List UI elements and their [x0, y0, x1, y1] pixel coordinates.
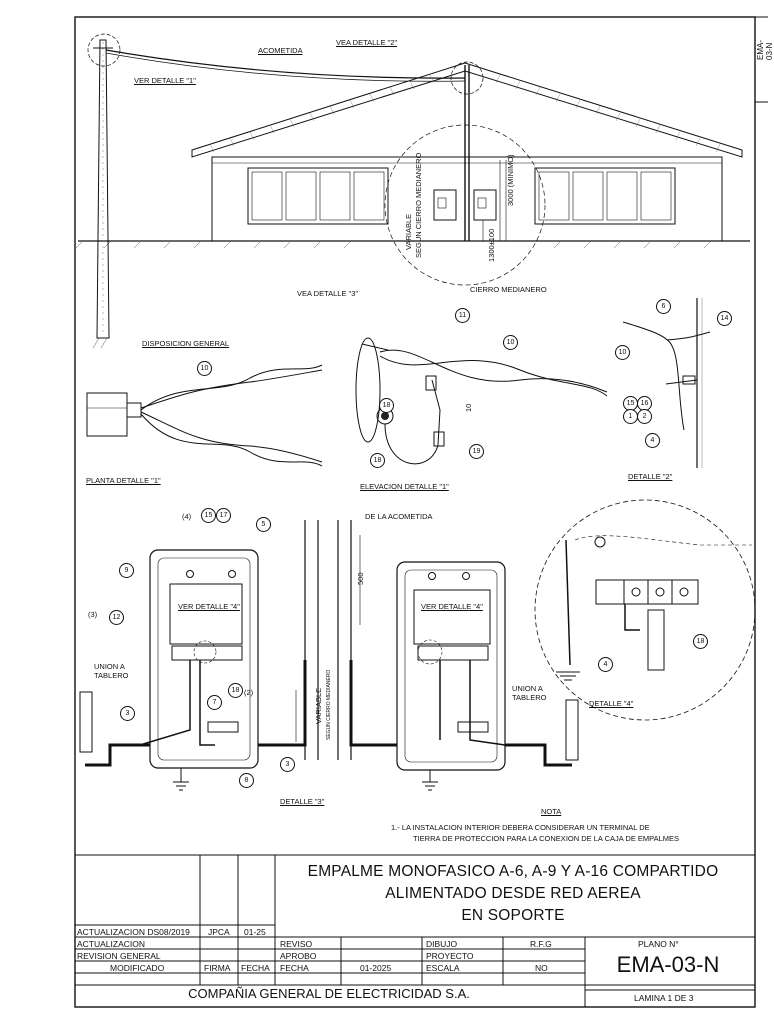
callout-balloon: 2 [637, 409, 652, 424]
label-segun-cierro-2: SEGUN CIERRO MEDIANERO [326, 669, 332, 740]
label-dim-1300: 1300±100 [487, 228, 496, 262]
detalle-2 [622, 298, 711, 468]
approval-aprobo: APROBO [280, 951, 317, 961]
detalle-3 [79, 520, 579, 791]
approval-fecha-value: 01-2025 [360, 963, 392, 973]
callout-balloon: 4 [598, 657, 613, 672]
label-segun-cierro: SEGUN CIERRO MEDIANERO [414, 152, 423, 258]
label-union-tablero-a: UNION A TABLERO [94, 662, 129, 680]
label-dim-3000: 3000 (MINIMO) [506, 154, 515, 206]
label-ver-detalle-1: VER DETALLE "1" [134, 76, 196, 85]
label-disposicion-general: DISPOSICION GENERAL [142, 339, 230, 348]
label-vea-detalle-2: VEA DETALLE "2" [336, 38, 398, 47]
roof-support [384, 61, 546, 286]
approval-dibujo: DIBUJO [426, 939, 458, 949]
rev-desc-2: ACTUALIZACION [77, 939, 146, 949]
callout-balloon: 17 [216, 508, 231, 523]
callout-balloon: 16 [637, 396, 652, 411]
title-block [75, 854, 755, 1007]
callout-balloon: 18 [228, 683, 243, 698]
rev-desc-3: REVISION GENERAL [77, 951, 161, 961]
approval-dibujo-value: R.F.G [530, 939, 552, 949]
label-detalle-4: DETALLE "4" [589, 699, 634, 708]
label-dim-10: 10 [464, 403, 473, 412]
label-variable-2: VARIABLE [314, 687, 323, 724]
title-line-3: EN SOPORTE [461, 907, 565, 924]
label-p4: (4) [182, 512, 192, 521]
title-line-2: ALIMENTADO DESDE RED AEREA [385, 885, 641, 902]
elevacion-detalle-1 [355, 337, 608, 465]
callout-balloon: 6 [656, 299, 671, 314]
label-variable: VARIABLE [404, 213, 413, 250]
planta-detalle-1 [86, 364, 323, 467]
lamina-label: LAMINA 1 DE 3 [634, 993, 694, 1003]
rev-fecha-1: 01-25 [244, 927, 266, 937]
nota-line-1: 1.- LA INSTALACION INTERIOR DEBERA CONSI… [391, 823, 650, 832]
label-vea-detalle-3: VEA DETALLE "3" [297, 289, 359, 298]
plano-number: EMA-03-N [616, 952, 720, 977]
nota-line-2: TIERRA DE PROTECCION PARA LA CONEXION DE… [413, 834, 680, 843]
rev-desc-1: ACTUALIZACION DS08/2019 [77, 927, 190, 937]
nota-title: NOTA [541, 807, 562, 816]
company-name: COMPAÑIA GENERAL DE ELECTRICIDAD S.A. [188, 986, 470, 1001]
label-planta-detalle-1: PLANTA DETALLE "1" [86, 476, 161, 485]
drawing-title: EMPALME MONOFASICO A-6, A-9 Y A-16 COMPA… [276, 861, 750, 927]
approval-escala: ESCALA [426, 963, 460, 973]
callout-balloon: 15 [201, 508, 216, 523]
callout-balloon: 10 [615, 345, 630, 360]
callout-balloon: 10 [197, 361, 212, 376]
utility-pole [87, 33, 121, 349]
callout-balloon: 19 [469, 444, 484, 459]
approval-escala-value: NO [535, 963, 548, 973]
label-p3: (3) [88, 610, 98, 619]
callout-balloon: 3 [120, 706, 135, 721]
label-cierro-medianero: CIERRO MEDIANERO [470, 285, 547, 294]
callout-balloon: 4 [645, 433, 660, 448]
sheet-border [74, 16, 756, 1008]
callout-balloon: 11 [455, 308, 470, 323]
callout-balloon: 5 [256, 517, 271, 532]
rev-header-firma: FIRMA [204, 963, 231, 973]
approval-reviso: REVISO [280, 939, 313, 949]
label-acometida: ACOMETIDA [258, 46, 303, 55]
callout-balloon: 10 [503, 335, 518, 350]
label-dim-500: 500 [356, 572, 365, 585]
label-ver-detalle-4-a: VER DETALLE "4" [178, 602, 240, 611]
rev-firma-1: JPCA [208, 927, 230, 937]
callout-balloon: 18 [370, 453, 385, 468]
side-plan-code: EMA-03-N [756, 40, 774, 60]
approval-fecha: FECHA [280, 963, 309, 973]
callout-balloon: 3 [280, 757, 295, 772]
callout-balloon: 14 [717, 311, 732, 326]
acometida-cable [105, 49, 466, 79]
rev-header-modificado: MODIFICADO [110, 963, 165, 973]
label-ver-detalle-4-b: VER DETALLE "4" [421, 602, 483, 611]
callout-balloon: 12 [109, 610, 124, 625]
label-p2: (2) [244, 688, 254, 697]
detalle-4 [534, 499, 756, 721]
approval-proyecto: PROYECTO [426, 951, 474, 961]
callout-balloon: 7 [207, 695, 222, 710]
rev-header-fecha: FECHA [241, 963, 270, 973]
label-elevacion-detalle-1: ELEVACION DETALLE "1" [360, 482, 449, 491]
callout-balloon: 1 [623, 409, 638, 424]
callout-balloon: 18 [693, 634, 708, 649]
callout-balloon: 8 [239, 773, 254, 788]
plano-label: PLANO N° [638, 939, 679, 949]
label-detalle-3: DETALLE "3" [280, 797, 325, 806]
label-union-tablero-b: UNION A TABLERO [512, 684, 547, 702]
callout-balloon: 18 [379, 398, 394, 413]
label-de-la-acometida: DE LA ACOMETIDA [365, 512, 433, 521]
house [191, 62, 743, 242]
callout-balloon: 9 [119, 563, 134, 578]
label-detalle-2: DETALLE "2" [628, 472, 673, 481]
title-line-1: EMPALME MONOFASICO A-6, A-9 Y A-16 COMPA… [307, 863, 719, 880]
